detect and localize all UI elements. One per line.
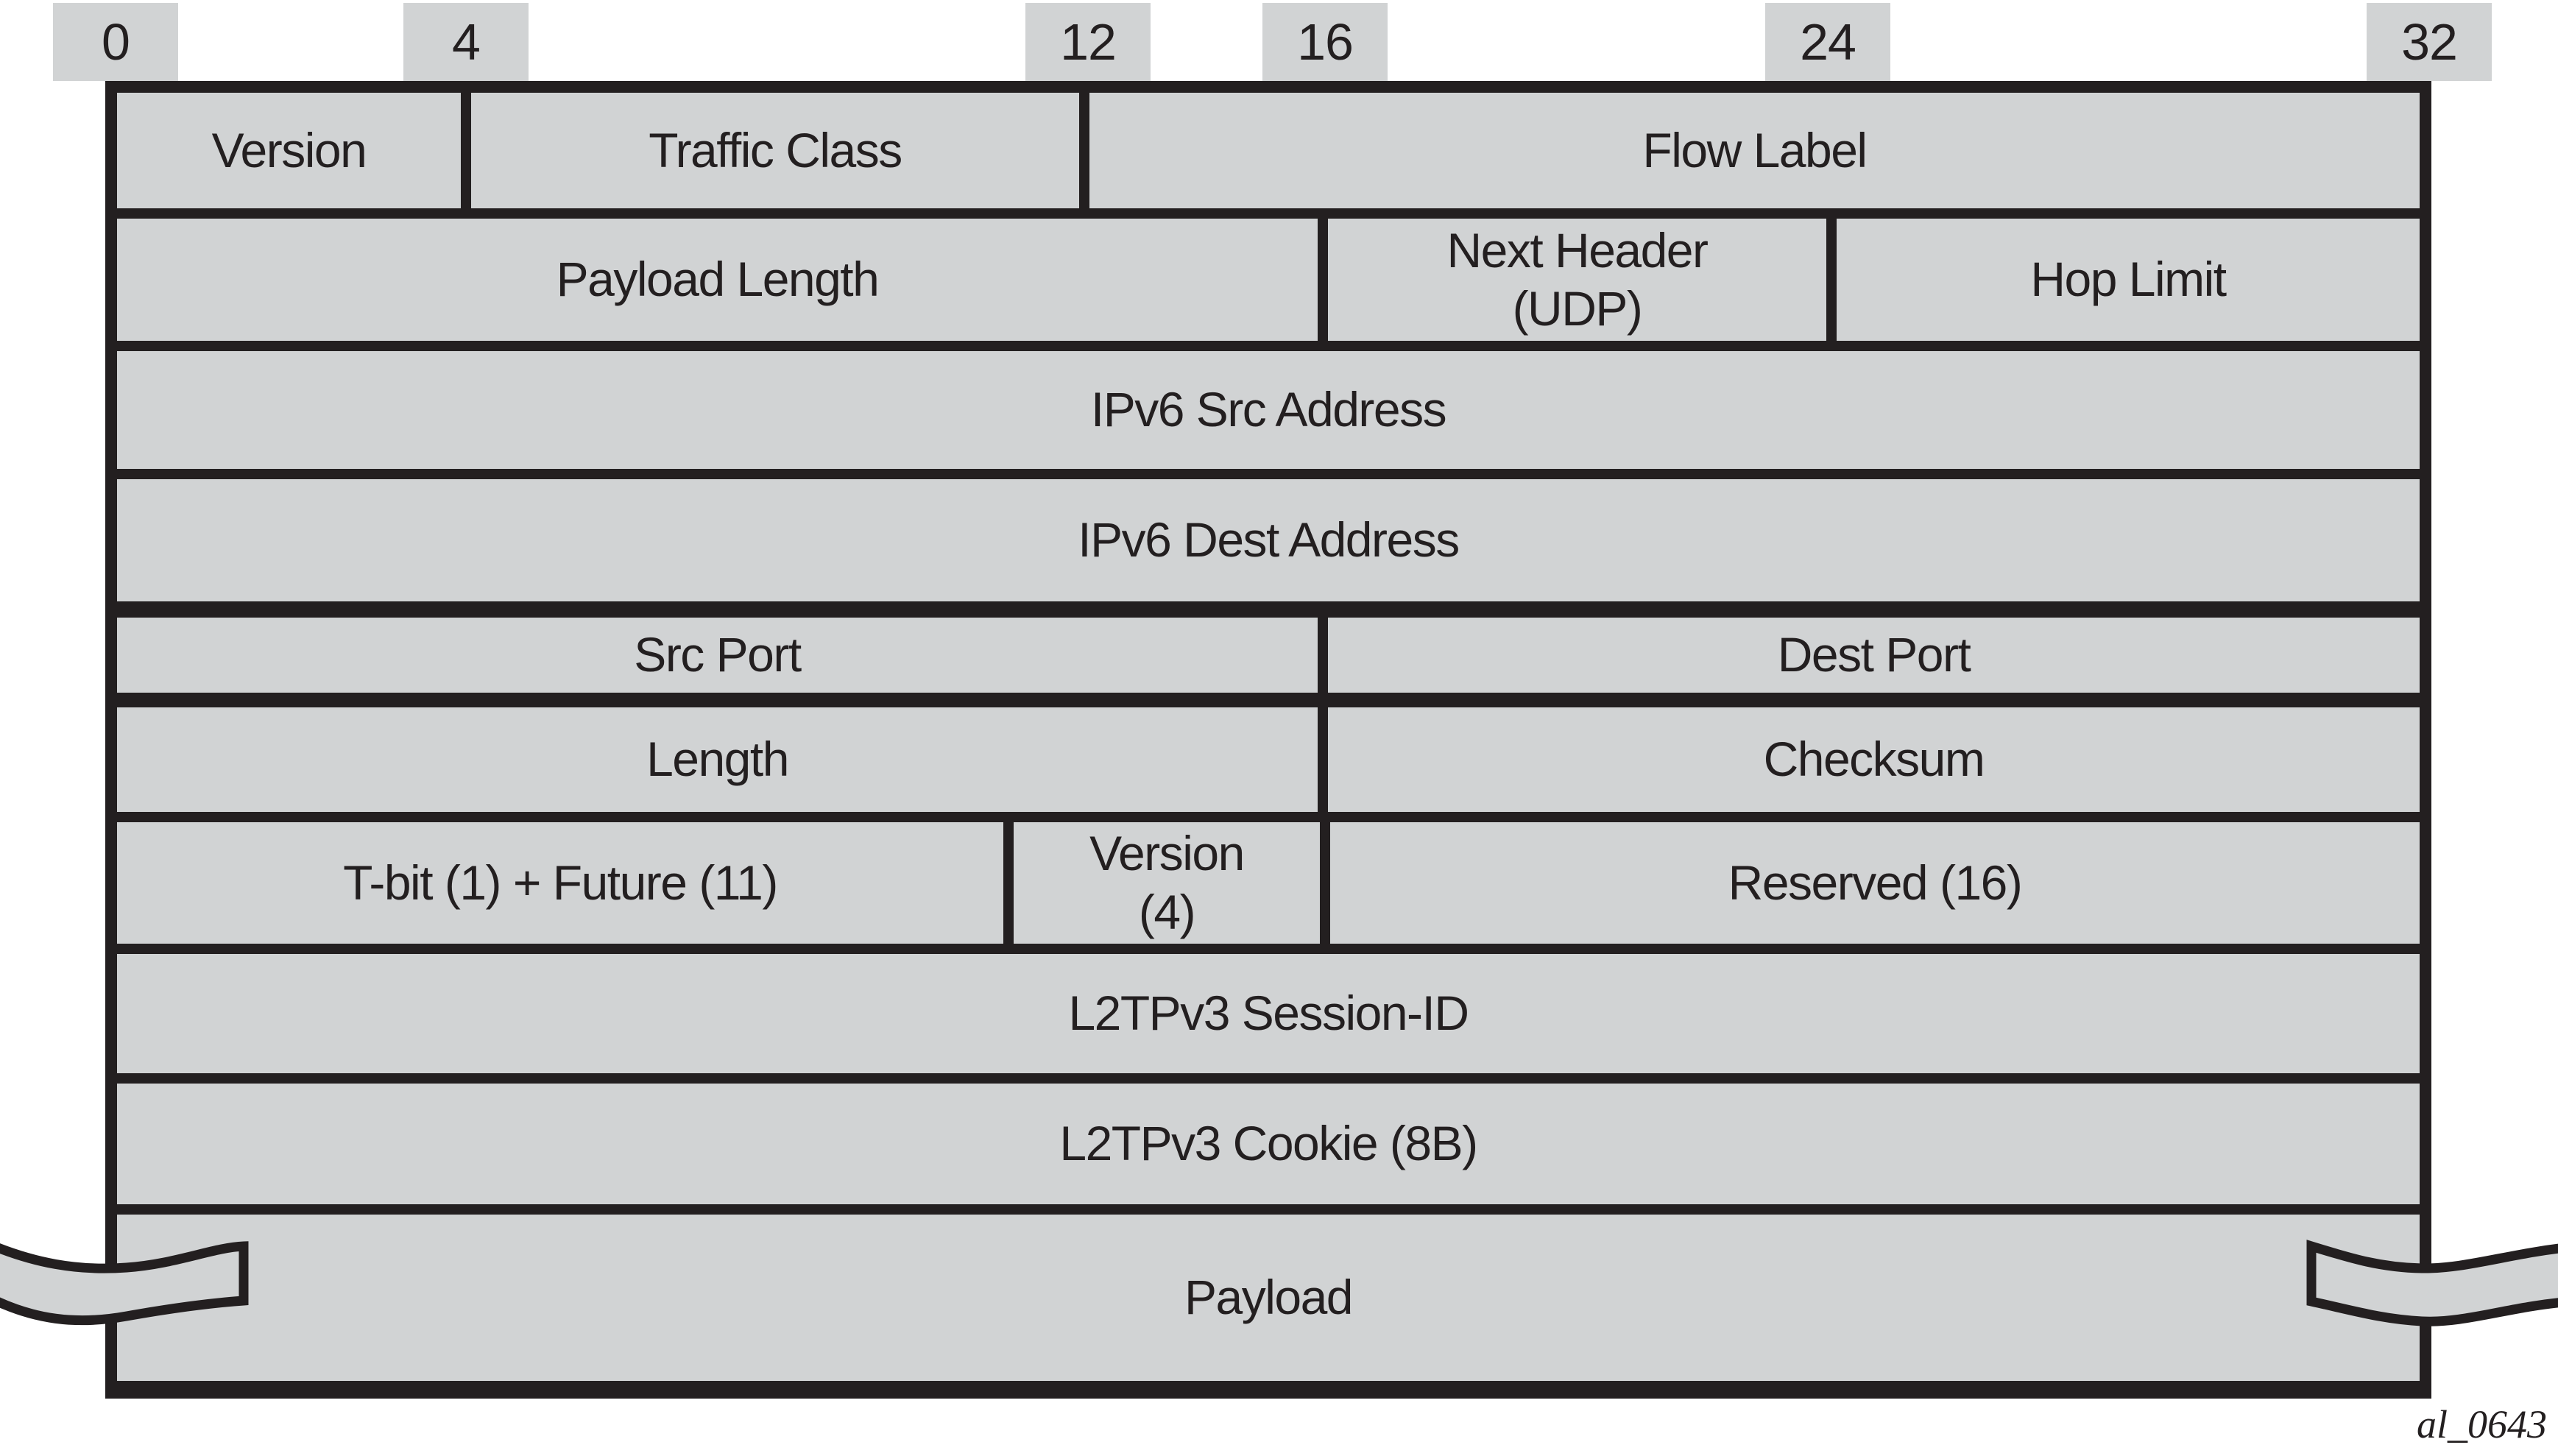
row-ipv6-dest: IPv6 Dest Address <box>117 479 2420 601</box>
bit-ruler-tick-32: 32 <box>2367 3 2492 81</box>
field-flow-label: Flow Label <box>1089 93 2420 208</box>
row-payload: Payload <box>117 1215 2420 1381</box>
field-ipv6-dest-address: IPv6 Dest Address <box>117 479 2420 601</box>
row-ipv6-src: IPv6 Src Address <box>117 351 2420 469</box>
row-l2tpv3-flags: T-bit (1) + Future (11) Version (4) Rese… <box>117 822 2420 944</box>
field-payload: Payload <box>117 1215 2420 1381</box>
row-udp-ports: Src Port Dest Port <box>117 618 2420 693</box>
field-length: Length <box>117 707 1318 812</box>
row-udp-length-checksum: Length Checksum <box>117 707 2420 812</box>
field-l2tpv3-session-id: L2TPv3 Session-ID <box>117 954 2420 1073</box>
row-ipv6-word1: Version Traffic Class Flow Label <box>117 93 2420 208</box>
field-reserved: Reserved (16) <box>1330 822 2420 944</box>
field-hop-limit: Hop Limit <box>1837 219 2420 341</box>
field-payload-length: Payload Length <box>117 219 1318 341</box>
field-l2tpv3-cookie: L2TPv3 Cookie (8B) <box>117 1084 2420 1204</box>
bit-ruler-tick-0: 0 <box>53 3 178 81</box>
field-ipv6-src-address: IPv6 Src Address <box>117 351 2420 469</box>
bit-ruler-tick-12: 12 <box>1025 3 1151 81</box>
bit-ruler-tick-24: 24 <box>1765 3 1890 81</box>
field-dest-port: Dest Port <box>1328 618 2420 693</box>
row-ipv6-word2: Payload Length Next Header (UDP) Hop Lim… <box>117 219 2420 341</box>
packet-diagram: Version Traffic Class Flow Label Payload… <box>105 81 2431 1399</box>
figure-id-caption: al_0643 <box>2416 1402 2547 1446</box>
field-tbit-future: T-bit (1) + Future (11) <box>117 822 1003 944</box>
row-l2tpv3-session: L2TPv3 Session-ID <box>117 954 2420 1073</box>
field-next-header: Next Header (UDP) <box>1328 219 1826 341</box>
field-src-port: Src Port <box>117 618 1318 693</box>
field-version: Version <box>117 93 461 208</box>
bit-ruler-tick-16: 16 <box>1262 3 1388 81</box>
torn-edge-ribbon-right-icon <box>2306 1240 2558 1326</box>
field-traffic-class: Traffic Class <box>471 93 1079 208</box>
bit-ruler-tick-4: 4 <box>403 3 529 81</box>
field-checksum: Checksum <box>1328 707 2420 812</box>
field-l2tp-version: Version (4) <box>1014 822 1320 944</box>
row-l2tpv3-cookie: L2TPv3 Cookie (8B) <box>117 1084 2420 1204</box>
torn-edge-ribbon-left-icon <box>0 1241 249 1326</box>
